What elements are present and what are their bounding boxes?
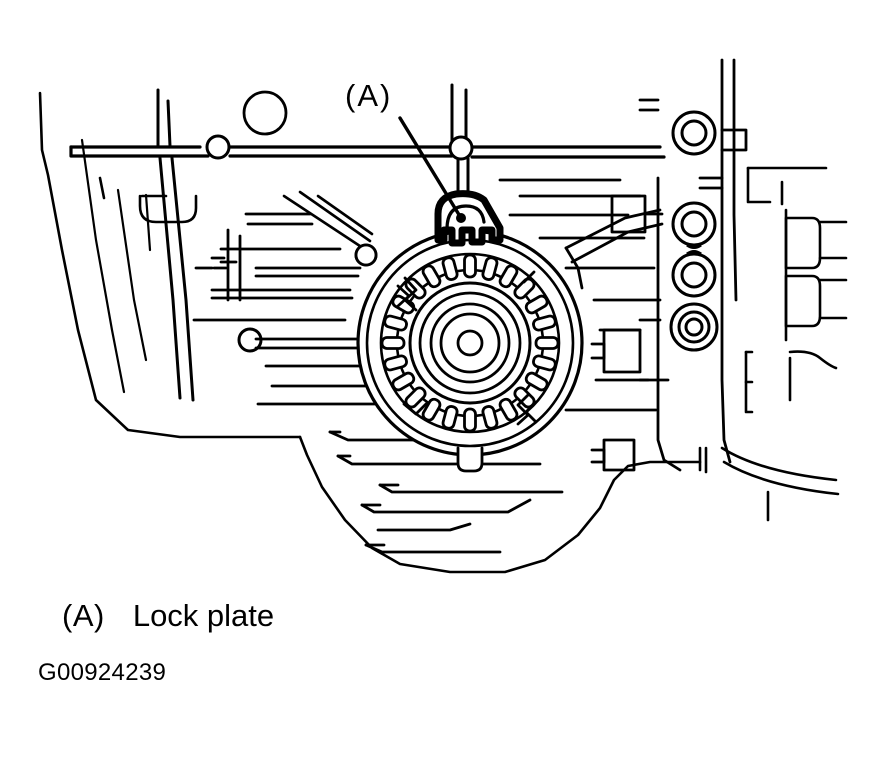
bolt-hole-icon bbox=[671, 201, 717, 247]
caption: (A) Lock plate bbox=[62, 598, 274, 634]
leader-endpoint-dot bbox=[456, 213, 466, 223]
hub-plate-ring-2 bbox=[418, 291, 522, 395]
caption-key: (A) bbox=[62, 598, 105, 633]
housing-upper-rib bbox=[69, 145, 666, 159]
spline-teeth bbox=[380, 253, 560, 433]
right-bolt-holes bbox=[669, 110, 719, 352]
bolt-hole-inner-icon bbox=[684, 317, 704, 337]
housing-strut bbox=[564, 208, 664, 290]
lock-plate[interactable] bbox=[434, 190, 504, 247]
bolt-boss-icon bbox=[448, 135, 474, 161]
hub-left-tab bbox=[354, 243, 378, 267]
hole-icon bbox=[242, 90, 288, 136]
bolt-hole-icon bbox=[669, 302, 719, 352]
bolt-hole-icon bbox=[671, 252, 717, 298]
splined-hub-assembly bbox=[354, 229, 584, 473]
bolt-hole-mid-icon bbox=[677, 310, 711, 344]
housing-left-edges bbox=[80, 138, 152, 394]
bolt-hole-inner-icon bbox=[680, 210, 708, 238]
right-body-block bbox=[590, 194, 670, 472]
bolt-boss-icon bbox=[205, 134, 231, 160]
hub-keyways bbox=[396, 270, 538, 426]
far-right-details bbox=[744, 166, 848, 414]
figure-id: G00924239 bbox=[38, 659, 167, 686]
hub-plate-ring-3 bbox=[429, 302, 511, 384]
hub-plate-ring-4 bbox=[439, 312, 501, 374]
leader-line bbox=[398, 116, 466, 223]
bolt-hole-inner-icon bbox=[680, 261, 708, 289]
bolt-hole-inner-icon bbox=[680, 119, 708, 147]
hub-center-hole bbox=[456, 329, 484, 357]
caption-label: Lock plate bbox=[132, 598, 275, 633]
housing-diagonal-ribs bbox=[282, 190, 374, 252]
open-hole-left bbox=[242, 90, 288, 136]
bottom-right-curve bbox=[698, 446, 840, 522]
callout-marker-a: (A) bbox=[345, 78, 393, 113]
hub-bottom-tab bbox=[456, 446, 484, 473]
bolt-hole-icon bbox=[671, 110, 717, 156]
